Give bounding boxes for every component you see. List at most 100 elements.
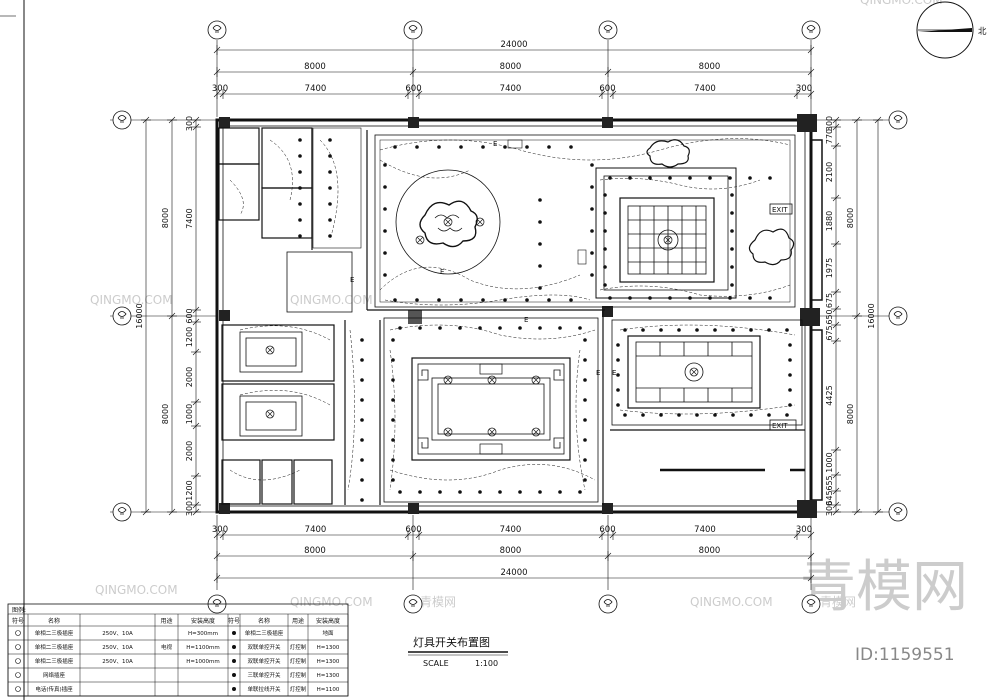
- downlight-icon: [730, 211, 734, 215]
- legend-cell: 单相二三极插座: [35, 657, 74, 665]
- downlight-icon: [578, 326, 582, 330]
- downlight-icon: [328, 138, 332, 142]
- downlight-icon: [360, 378, 364, 382]
- watermark-brand: QINGMO.COM: [290, 293, 373, 307]
- downlight-icon: [785, 413, 789, 417]
- downlight-icon: [583, 358, 587, 362]
- downlight-icon: [459, 145, 463, 149]
- watermark-brand: QINGMO.COM: [690, 595, 773, 609]
- axis-bubble: [112, 502, 132, 522]
- ceiling-lamp-icon: [265, 409, 275, 419]
- legend-symbol-icon: [232, 687, 236, 691]
- downlight-icon: [641, 413, 645, 417]
- dimension-text: 8000: [500, 546, 522, 556]
- downlight-icon: [730, 283, 734, 287]
- wiring-curve: [599, 178, 761, 190]
- axis-bubble-circle: [403, 594, 423, 614]
- downlight-icon: [391, 438, 395, 442]
- downlight-icon: [391, 338, 395, 342]
- downlight-icon: [668, 296, 672, 300]
- downlight-icon: [590, 251, 594, 255]
- lamp-ring: [663, 235, 673, 245]
- dimension-text: 1880: [825, 211, 834, 231]
- legend-header: 名称: [48, 617, 60, 625]
- lamp-ring: [531, 427, 541, 437]
- dimension-text: 1000: [825, 452, 834, 472]
- dimension-text: 675: [825, 293, 834, 308]
- legend-cell: 电视: [161, 643, 173, 651]
- downlight-icon: [569, 298, 573, 302]
- fixture-letter: E: [350, 276, 354, 284]
- downlight-icon: [398, 490, 402, 494]
- column: [219, 503, 230, 514]
- legend-cell: H=1100: [317, 687, 340, 693]
- dimension-text: 7400: [305, 525, 327, 535]
- legend-cell: 单相二三极插座: [245, 629, 284, 637]
- downlight-icon: [730, 229, 734, 233]
- downlight-icon: [547, 145, 551, 149]
- downlight-icon: [478, 490, 482, 494]
- dimension-text: 8000: [846, 208, 855, 228]
- axis-bubble: [888, 502, 908, 522]
- axis-bubble-glyph: [212, 25, 222, 33]
- downlight-icon: [538, 326, 542, 330]
- lamp-cross: [488, 428, 496, 436]
- legend-symbol-icon: [15, 672, 21, 678]
- downlight-icon: [418, 326, 422, 330]
- axis-bubble-glyph: [603, 25, 613, 33]
- downlight-icon: [648, 296, 652, 300]
- dimension-text: 300: [185, 501, 194, 516]
- downlight-icon: [583, 378, 587, 382]
- legend-cell: 电话(传真)插座: [35, 685, 73, 693]
- ceiling-lamp-icon: [415, 235, 425, 245]
- axis-bubble-glyph: [603, 599, 613, 607]
- downlight-icon: [788, 358, 792, 362]
- downlight-icon: [547, 298, 551, 302]
- wiring-curve: [599, 284, 791, 297]
- downlight-icon: [713, 413, 717, 417]
- exit-sign-upper: EXIT: [772, 206, 788, 214]
- downlight-icon: [383, 185, 387, 189]
- wiring-curve: [319, 139, 339, 241]
- legend-cell: 250V、10A: [102, 645, 133, 651]
- downlight-icon: [298, 234, 302, 238]
- watermark-brand: QINGMO.COM: [90, 293, 173, 307]
- axis-bubble-circle: [112, 306, 132, 326]
- downlight-icon: [459, 298, 463, 302]
- column: [602, 117, 613, 128]
- dimension-text: 300: [825, 501, 834, 516]
- wiring-curve: [575, 349, 586, 491]
- lamp-cross: [444, 218, 452, 226]
- dimension-text: 8000: [304, 62, 326, 72]
- downlight-icon: [590, 207, 594, 211]
- downlight-icon: [498, 490, 502, 494]
- legend-header: 符号: [228, 617, 240, 625]
- fixture-letter: E: [596, 369, 600, 377]
- downlight-icon: [383, 273, 387, 277]
- ceiling-lamp-icon: [531, 375, 541, 385]
- downlight-icon: [603, 265, 607, 269]
- watermark-brand: QINGMO.COM: [860, 0, 943, 7]
- downlight-icon: [641, 328, 645, 332]
- ceiling-lamp-icon: [689, 367, 699, 377]
- top-dimension-lines: [213, 40, 815, 117]
- downlight-icon: [360, 398, 364, 402]
- legend-cell: 灯控制: [290, 671, 307, 679]
- lamp-ring: [415, 235, 425, 245]
- downlight-icon: [360, 458, 364, 462]
- downlight-icon: [391, 358, 395, 362]
- ceiling-lamp-icon: [531, 427, 541, 437]
- downlight-icon: [458, 490, 462, 494]
- legend-symbol-icon: [15, 630, 21, 636]
- ceiling-lamp-icon: [443, 427, 453, 437]
- wiring-curve: [229, 469, 301, 481]
- dimension-text: 770: [825, 129, 834, 144]
- downlight-icon: [688, 296, 692, 300]
- legend-cell: H=1300: [317, 673, 340, 679]
- dimension-text: 24000: [500, 568, 527, 578]
- downlight-icon: [328, 218, 332, 222]
- exterior-wall: [215, 118, 813, 514]
- column: [602, 503, 613, 514]
- lamp-ring: [443, 375, 453, 385]
